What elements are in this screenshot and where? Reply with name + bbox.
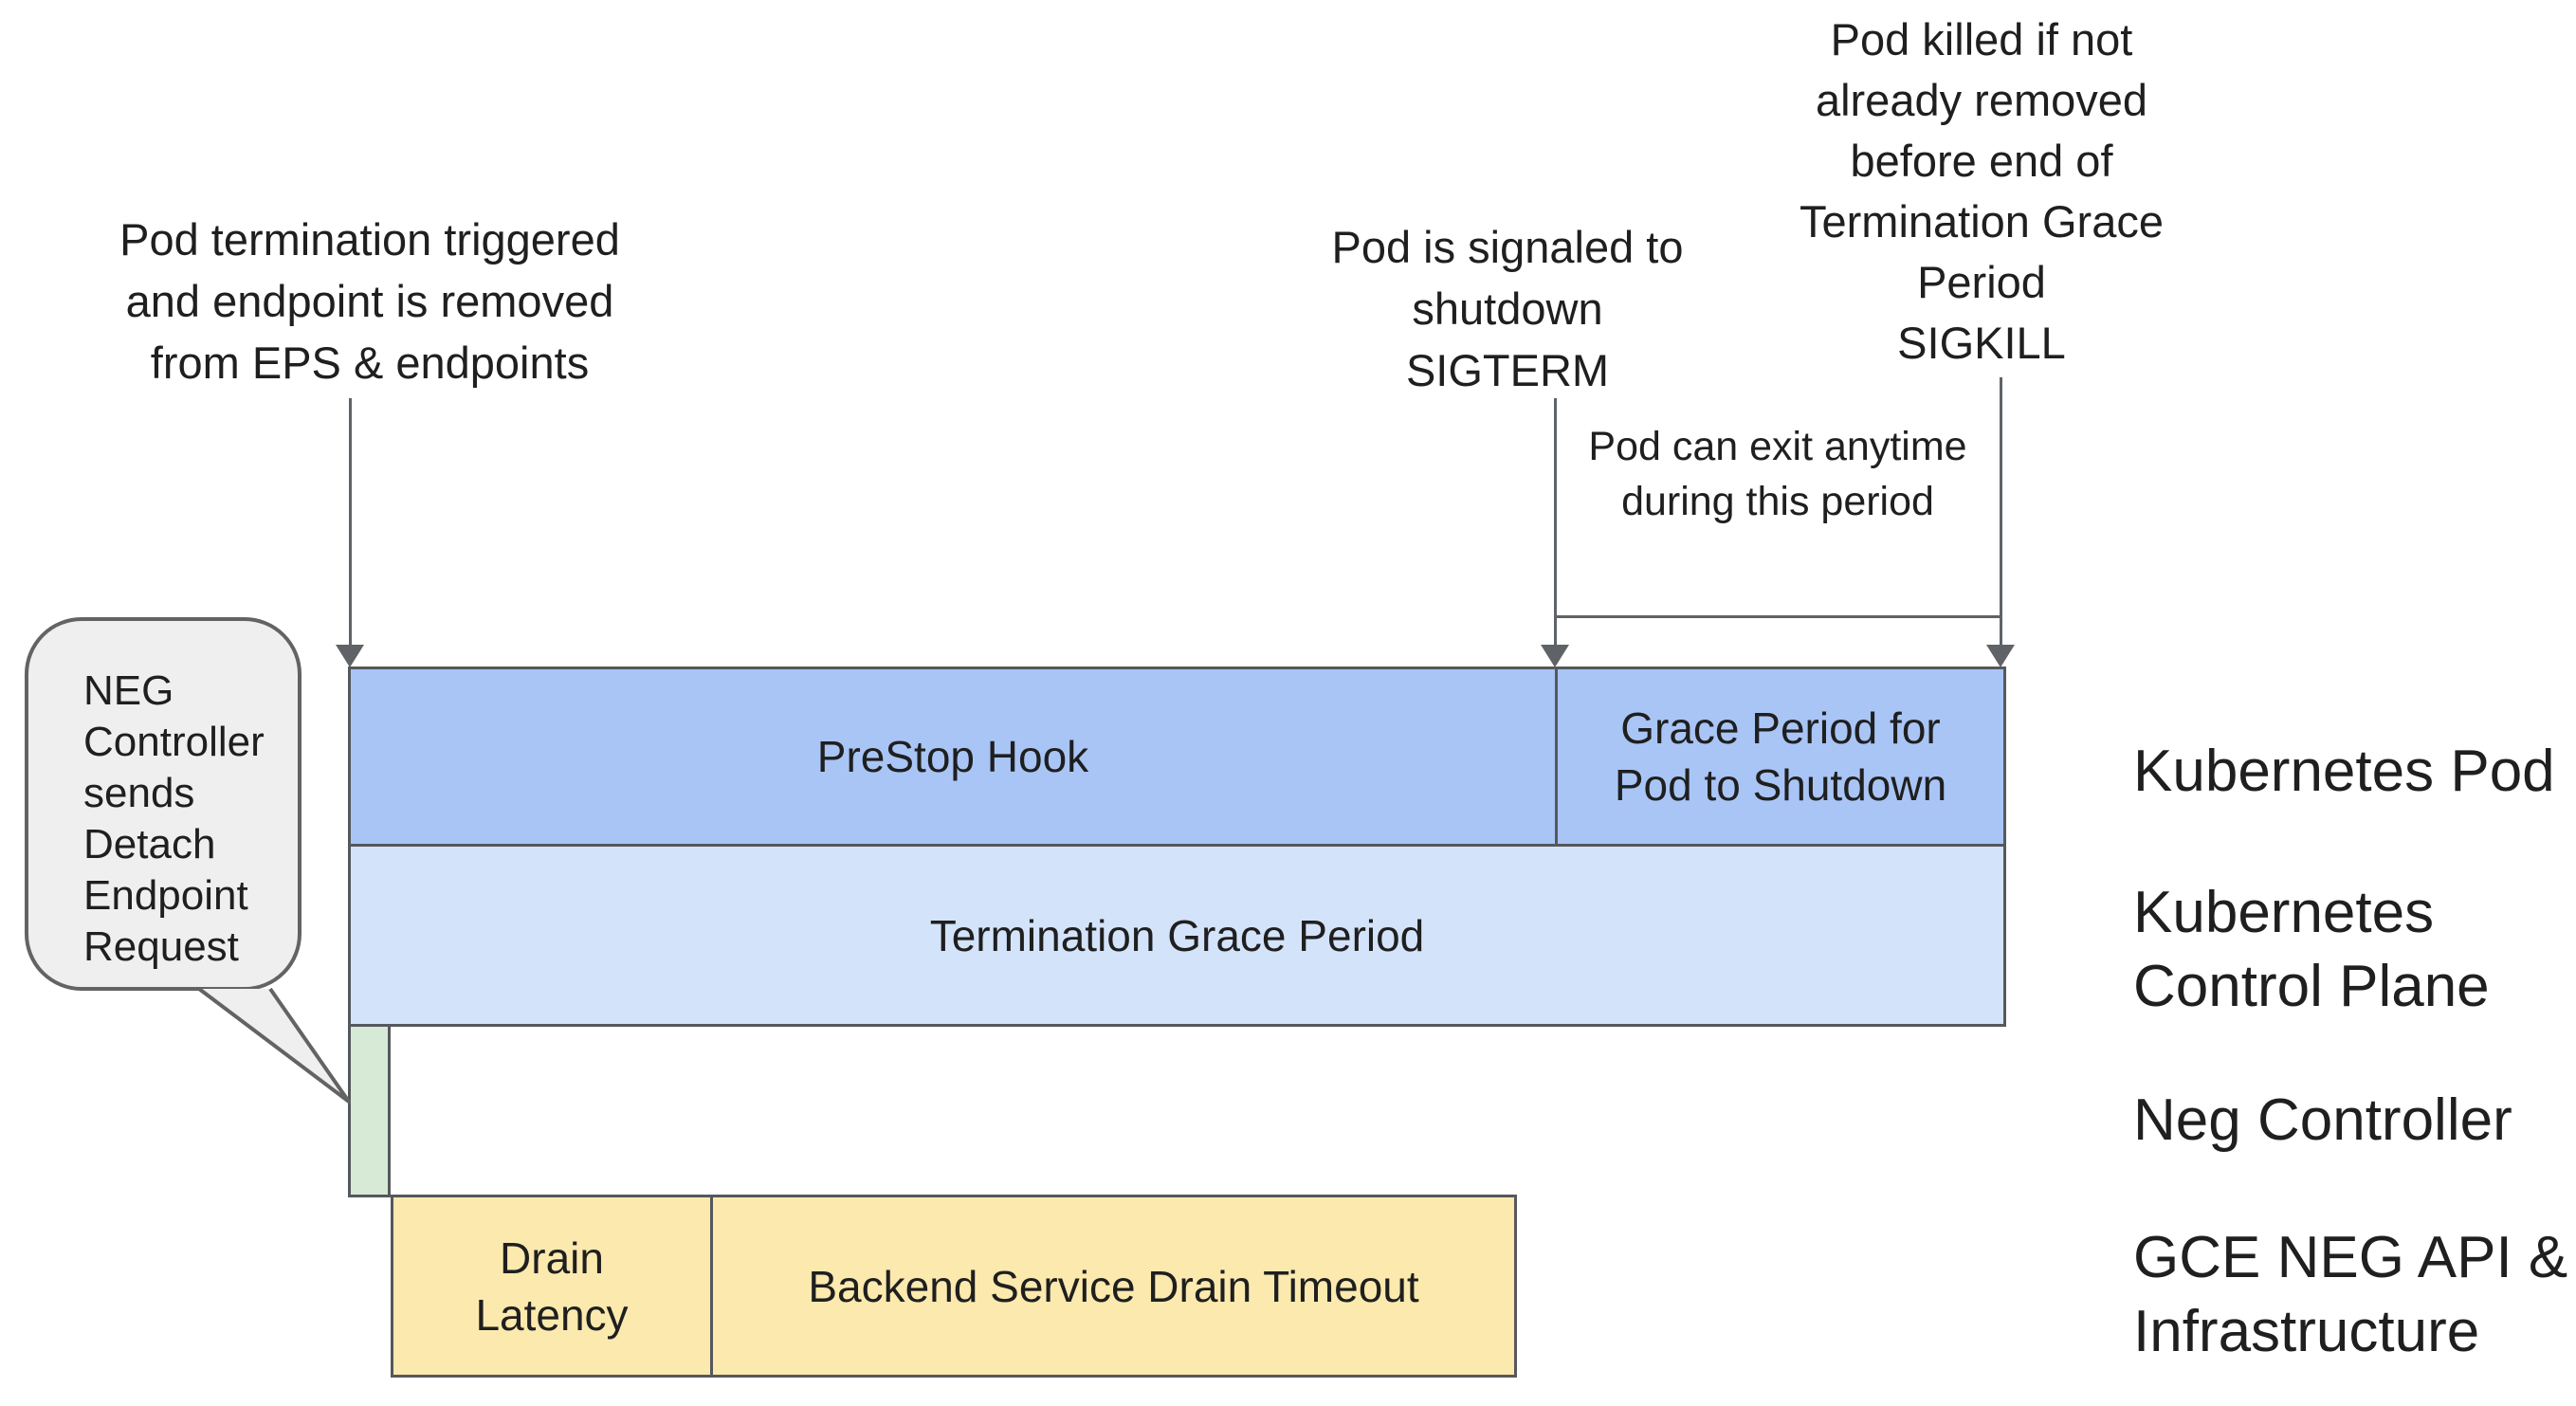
arrow-sigkill-line [2000,377,2002,647]
annotation-sigkill-line2: already removed [1815,75,2148,125]
arrow-sigterm-head-icon [1541,645,1569,667]
neg-controller-bar [348,1024,391,1197]
grace-period-segment: Grace Period for Pod to Shutdown [1555,669,2003,844]
annotation-sigkill-line4: Termination Grace [1800,196,2164,247]
lane-label-kubernetes-pod-text: Kubernetes Pod [2133,739,2555,804]
drain-latency-label: Drain Latency [475,1230,628,1343]
annotation-sigterm-line3: SIGTERM [1405,345,1610,395]
lane-label-gce: GCE NEG API & Infrastructure [2133,1221,2576,1369]
annotation-sigkill-line5: Period [1917,257,2046,307]
drain-latency-label-line1: Drain [500,1233,604,1283]
annotation-sigkill-line3: before end of [1850,136,2113,186]
annotation-pod-termination-line3: from EPS & endpoints [150,338,590,388]
lane-label-control-plane-line2: Control Plane [2133,954,2490,1019]
drain-latency-segment: Drain Latency [393,1197,710,1375]
callout-bubble [25,617,301,991]
arrow-pod-termination-head-icon [336,645,364,667]
backend-drain-segment: Backend Service Drain Timeout [710,1197,1514,1375]
lane-label-kubernetes-pod: Kubernetes Pod [2133,735,2576,809]
annotation-sigkill-line1: Pod killed if not [1830,14,2133,64]
annotation-exit-anytime-line1: Pod can exit anytime [1588,424,1967,469]
arrow-pod-termination-line [349,398,352,647]
annotation-sigkill: Pod killed if not already removed before… [1716,9,2247,374]
termination-grace-label: Termination Grace Period [929,910,1425,960]
annotation-exit-anytime-line2: during this period [1621,479,1934,524]
annotation-pod-termination-line2: and endpoint is removed [125,276,614,326]
lane-label-neg-controller-text: Neg Controller [2133,1087,2512,1153]
gce-drain-bar: Drain Latency Backend Service Drain Time… [391,1195,1517,1378]
annotation-sigterm-line2: shutdown [1412,283,1603,334]
callout-text-line1: NEG [83,667,174,714]
lane-label-neg-controller: Neg Controller [2133,1084,2576,1158]
prestop-hook-segment: PreStop Hook [351,669,1555,844]
annotation-pod-termination: Pod termination triggered and endpoint i… [38,209,702,393]
callout-text: NEG Controller sends Detach Endpoint Req… [83,666,292,973]
termination-grace-bar: Termination Grace Period [348,844,2006,1027]
prestop-hook-label: PreStop Hook [816,732,1089,781]
termination-grace-segment: Termination Grace Period [351,847,2003,1024]
annotation-sigterm: Pod is signaled to shutdown SIGTERM [1223,216,1792,401]
drain-latency-label-line2: Latency [475,1289,629,1340]
grace-period-label: Grace Period for Pod to Shutdown [1615,700,1946,813]
annotation-pod-termination-line1: Pod termination triggered [119,214,620,265]
callout-text-line5: Endpoint [83,872,248,919]
bracket-line [1555,615,2001,618]
lane-label-gce-line2: Infrastructure [2133,1299,2480,1364]
annotation-sigterm-line1: Pod is signaled to [1331,222,1684,272]
grace-period-label-line2: Pod to Shutdown [1614,760,1947,810]
annotation-sigkill-line6: SIGKILL [1897,318,2066,368]
lane-label-control-plane: Kubernetes Control Plane [2133,876,2576,1024]
arrow-sigkill-head-icon [1986,645,2015,667]
callout-text-line4: Detach [83,821,216,867]
arrow-sigterm-line [1554,398,1557,647]
callout-text-line3: sends [83,770,195,816]
callout-text-line6: Request [83,923,239,970]
grace-period-label-line1: Grace Period for [1620,703,1941,753]
lane-label-control-plane-line1: Kubernetes [2133,880,2435,945]
annotation-exit-anytime: Pod can exit anytime during this period [1555,419,2001,529]
lane-label-gce-line1: GCE NEG API & [2133,1225,2568,1290]
callout-text-line2: Controller [83,719,265,765]
backend-drain-label: Backend Service Drain Timeout [808,1261,1419,1311]
